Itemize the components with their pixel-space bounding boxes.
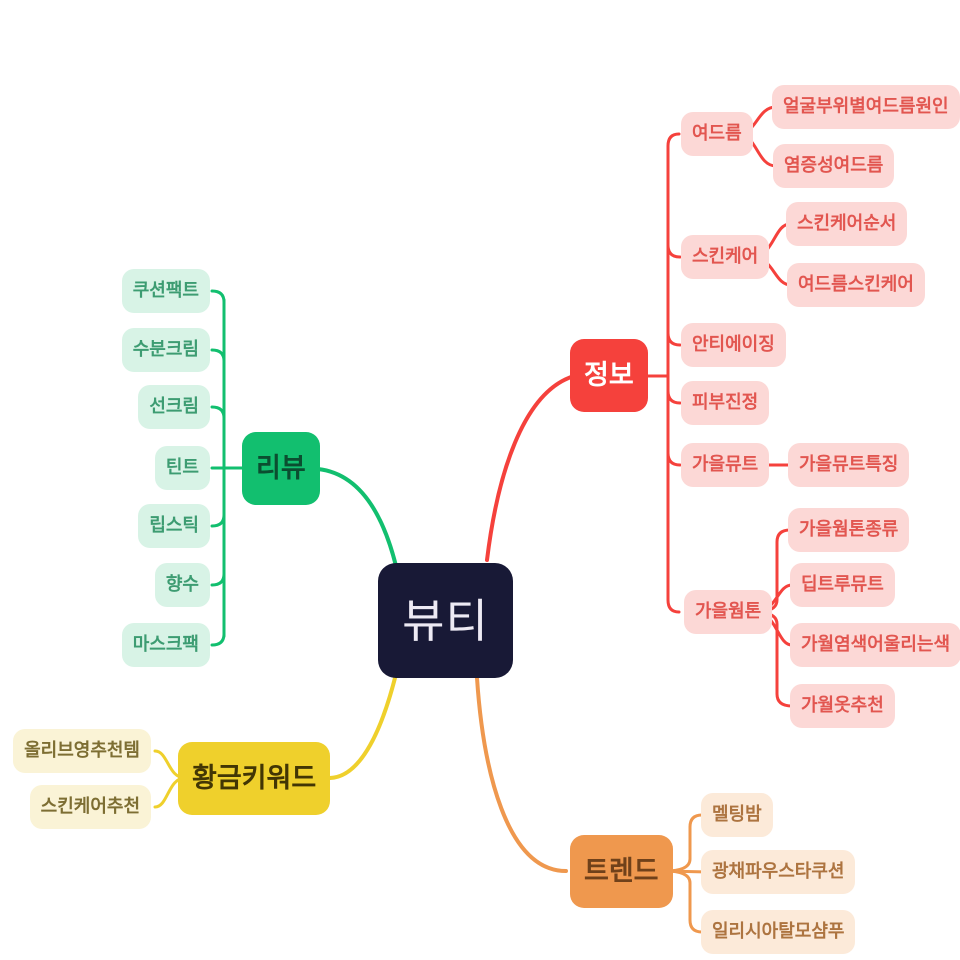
connector-center-gold: [328, 672, 398, 780]
connector-review-child-7: [210, 632, 226, 647]
node-skincare-sub-2[interactable]: 여드름스킨케어: [787, 263, 925, 307]
connector-info-trunk: [666, 132, 681, 614]
node-fallwarm-sub-4[interactable]: 가월옷추천: [790, 684, 895, 728]
connector-review-child-5: [210, 513, 226, 528]
node-acne-sub-1[interactable]: 얼굴부위별여드름원인: [772, 85, 960, 129]
node-review-child-6[interactable]: 향수: [154, 563, 210, 607]
node-review-child-3[interactable]: 선크림: [138, 385, 210, 429]
connector-info-child-4: [666, 389, 682, 405]
connector-info-child-2: [666, 243, 682, 259]
node-beauty-center[interactable]: 뷰티: [378, 563, 513, 678]
connector-info-child-3: [666, 331, 682, 347]
node-info-child-4[interactable]: 피부진정: [681, 381, 770, 425]
connector-review-child-6: [210, 572, 226, 587]
node-trend[interactable]: 트렌드: [570, 835, 673, 908]
connector-trend-child-3: [663, 869, 704, 934]
node-gold-keywords[interactable]: 황금키워드: [178, 742, 331, 815]
node-trend-child-3[interactable]: 일리시아탈모샴푸: [701, 910, 856, 954]
connector-review-child-1: [210, 289, 226, 304]
node-review-child-7[interactable]: 마스크팩: [121, 623, 210, 667]
node-fallwarm-sub-3[interactable]: 가월염색어울리는색: [790, 623, 960, 667]
node-info-child-3[interactable]: 안티에이징: [681, 323, 786, 367]
connector-center-info: [485, 374, 576, 562]
node-info-child-1[interactable]: 여드름: [681, 112, 753, 156]
connector-trend-child-1: [663, 813, 704, 873]
node-fallwarm-sub-1[interactable]: 가을웜톤종류: [788, 508, 910, 552]
node-info-child-6[interactable]: 가을웜톤: [684, 590, 773, 634]
node-review-child-2[interactable]: 수분크림: [121, 328, 210, 372]
node-review-child-5[interactable]: 립스틱: [138, 504, 210, 548]
connector-center-review: [316, 467, 398, 568]
node-skincare-sub-1[interactable]: 스킨케어순서: [786, 202, 908, 246]
node-fallmute-sub-1[interactable]: 가을뮤트특징: [788, 443, 910, 487]
node-trend-child-1[interactable]: 멜팅밤: [701, 793, 773, 837]
node-fallwarm-sub-2[interactable]: 딥트루뮤트: [790, 563, 895, 607]
node-acne-sub-2[interactable]: 염증성여드름: [773, 144, 895, 188]
node-trend-child-2[interactable]: 광채파우스타쿠션: [701, 850, 856, 894]
node-gold-child-1[interactable]: 올리브영추천템: [13, 729, 151, 773]
node-review-child-1[interactable]: 쿠션팩트: [121, 269, 210, 313]
connector-review-child-3: [210, 405, 226, 420]
connector-review-child-2: [210, 348, 226, 363]
connector-info-child-5: [666, 451, 682, 467]
node-info[interactable]: 정보: [570, 339, 648, 412]
connector-center-trend: [475, 676, 568, 873]
node-review[interactable]: 리뷰: [242, 432, 320, 505]
node-info-child-2[interactable]: 스킨케어: [681, 235, 770, 279]
node-info-child-5[interactable]: 가을뮤트: [681, 443, 770, 487]
node-review-child-4[interactable]: 틴트: [154, 446, 210, 490]
node-gold-child-2[interactable]: 스킨케어추천: [29, 785, 151, 829]
